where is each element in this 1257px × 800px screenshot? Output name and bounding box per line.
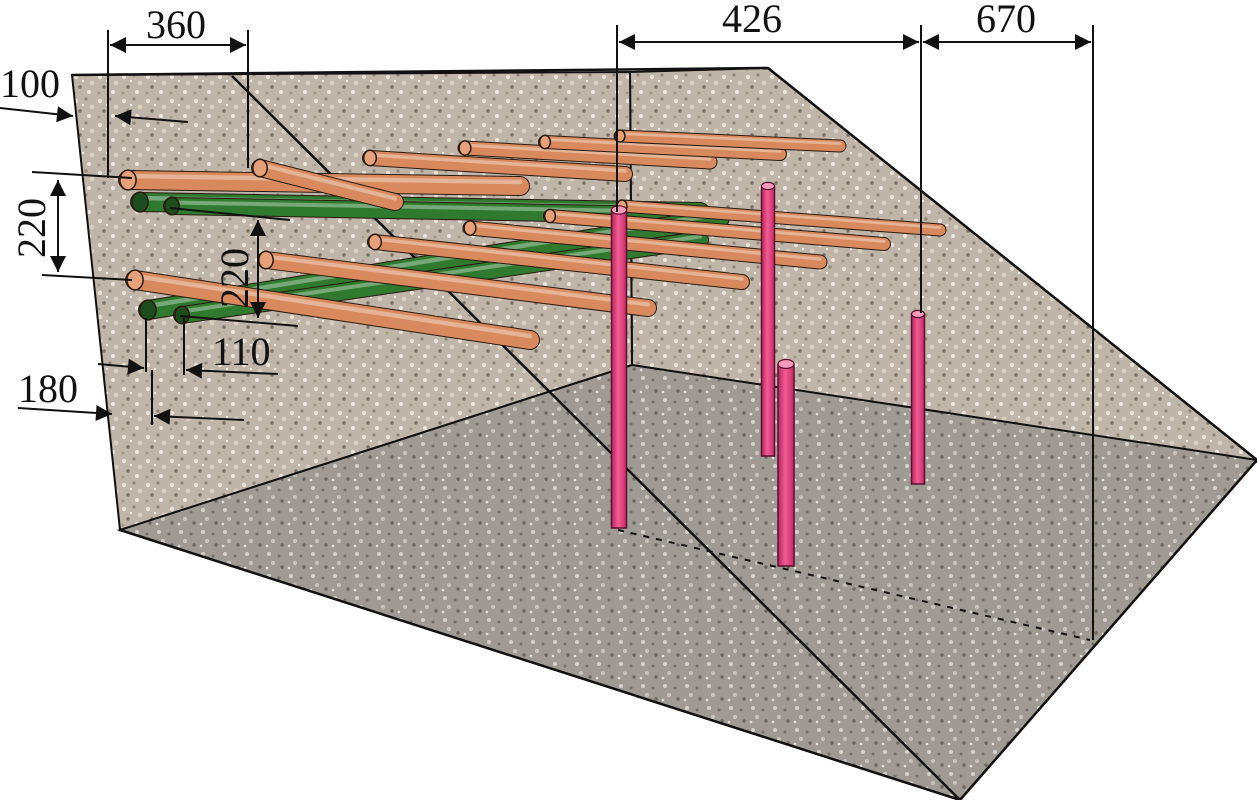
floor-dashed-line (617, 529, 1091, 641)
dim-label-100: 100 (0, 61, 60, 106)
dim-label-220-left: 220 (9, 198, 54, 258)
dim-label-220-inner: 220 (212, 248, 257, 308)
dim-label-360: 360 (146, 2, 206, 47)
pink-rod (610, 205, 628, 529)
dim-label-426: 426 (722, 0, 782, 41)
dimension-lines (0, 25, 1094, 640)
dimension-labels: 360 426 670 100 220 220 110 180 (0, 0, 1036, 411)
dim-label-670: 670 (976, 0, 1036, 41)
orange-rod (251, 158, 404, 211)
dim-label-110: 110 (212, 329, 271, 374)
orange-rod (257, 250, 657, 317)
orange-rod (362, 149, 633, 182)
orange-rod (615, 199, 947, 237)
dim-label-180: 180 (18, 366, 78, 411)
orange-rod (367, 233, 750, 290)
orange-rod (543, 208, 891, 251)
orange-rod (125, 269, 540, 350)
orange-rod (538, 134, 787, 161)
rod-group (118, 129, 947, 567)
pink-rod (910, 309, 926, 485)
pink-rod (777, 358, 795, 567)
orange-rod (457, 140, 718, 170)
pink-rod (760, 181, 776, 457)
orange-rod (613, 129, 847, 153)
